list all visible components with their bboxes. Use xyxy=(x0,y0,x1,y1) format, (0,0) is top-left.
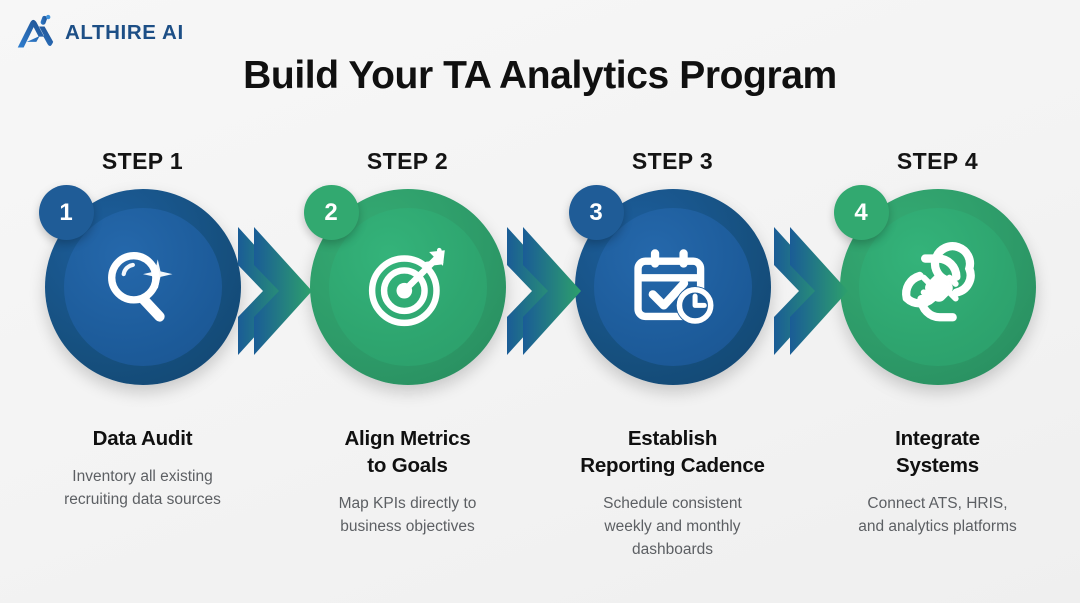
step-3-circle: 3 xyxy=(568,185,771,385)
magnifying-glass-icon xyxy=(64,208,222,366)
chevron-right-icon xyxy=(236,225,314,357)
step-1-description: Inventory all existing recruiting data s… xyxy=(64,466,221,512)
step-1-title: Data Audit xyxy=(93,425,193,452)
captions-row: Data Audit Inventory all existing recrui… xyxy=(0,425,1080,562)
step-3-desc-line: weekly and monthly xyxy=(604,518,741,536)
step-1-title-line: Data Audit xyxy=(92,427,193,450)
step-4-description: Connect ATS, HRIS, and analytics platfor… xyxy=(858,493,1017,539)
chevron-right-icon xyxy=(772,225,850,357)
step-2-desc-line: Map KPIs directly to xyxy=(338,495,477,513)
step-3-title: Establish Reporting Cadence xyxy=(580,425,765,479)
step-2-title-line: to Goals xyxy=(367,454,448,478)
step-2-label: STEP 2 xyxy=(366,148,449,174)
step-4-badge: 4 xyxy=(833,185,889,240)
step-4-caption: Integrate Systems Connect ATS, HRIS, and… xyxy=(805,425,1070,562)
step-1-desc-line: recruiting data sources xyxy=(64,490,221,508)
step-1-caption: Data Audit Inventory all existing recrui… xyxy=(10,425,275,562)
step-3-badge: 3 xyxy=(568,185,624,240)
brand-logo: ALTHIRE AI xyxy=(14,13,184,53)
step-4-title-line: Integrate xyxy=(895,427,980,450)
step-3-description: Schedule consistent weekly and monthly d… xyxy=(603,493,742,562)
step-3-inner-circle xyxy=(593,208,752,366)
calendar-check-clock-icon xyxy=(594,208,752,366)
step-4-desc-line: and analytics platforms xyxy=(858,518,1017,536)
brand-name: ALTHIRE AI xyxy=(65,21,184,44)
steps-row: STEP 1 1 STEP 2 xyxy=(0,148,1080,385)
althire-a-logo-icon xyxy=(14,13,56,53)
step-4: STEP 4 4 xyxy=(805,148,1070,385)
step-3: STEP 3 3 xyxy=(540,148,805,385)
step-4-title: Integrate Systems xyxy=(895,425,980,479)
target-bullseye-arrow-icon xyxy=(329,208,487,366)
step-1-label: STEP 1 xyxy=(101,148,184,174)
step-3-title-line: Reporting Cadence xyxy=(580,454,765,478)
plug-link-connector-icon xyxy=(859,208,1017,366)
step-3-caption: Establish Reporting Cadence Schedule con… xyxy=(540,425,805,562)
chevron-right-icon xyxy=(505,225,583,357)
step-1: STEP 1 1 xyxy=(10,148,275,385)
step-4-title-line: Systems xyxy=(896,454,979,478)
step-2: STEP 2 2 xyxy=(275,148,540,385)
step-4-label: STEP 4 xyxy=(896,148,979,174)
step-2-title-line: Align Metrics xyxy=(344,427,471,450)
step-4-desc-line: Connect ATS, HRIS, xyxy=(867,495,1008,513)
step-4-circle: 4 xyxy=(833,185,1036,385)
step-2-title: Align Metrics to Goals xyxy=(344,425,470,479)
step-1-circle: 1 xyxy=(38,185,241,385)
step-1-badge: 1 xyxy=(38,185,94,240)
step-2-circle: 2 xyxy=(303,185,506,385)
step-2-badge: 2 xyxy=(303,185,359,240)
step-3-title-line: Establish xyxy=(627,427,718,450)
step-2-desc-line: business objectives xyxy=(340,518,475,536)
step-2-description: Map KPIs directly to business objectives xyxy=(339,493,477,539)
page-title: Build Your TA Analytics Program xyxy=(243,54,837,97)
step-3-label: STEP 3 xyxy=(631,148,714,174)
step-2-caption: Align Metrics to Goals Map KPIs directly… xyxy=(275,425,540,562)
step-1-inner-circle xyxy=(63,208,222,366)
step-1-desc-line: Inventory all existing xyxy=(72,468,213,486)
step-3-desc-line: Schedule consistent xyxy=(603,495,742,513)
step-3-desc-line: dashboards xyxy=(631,540,713,558)
